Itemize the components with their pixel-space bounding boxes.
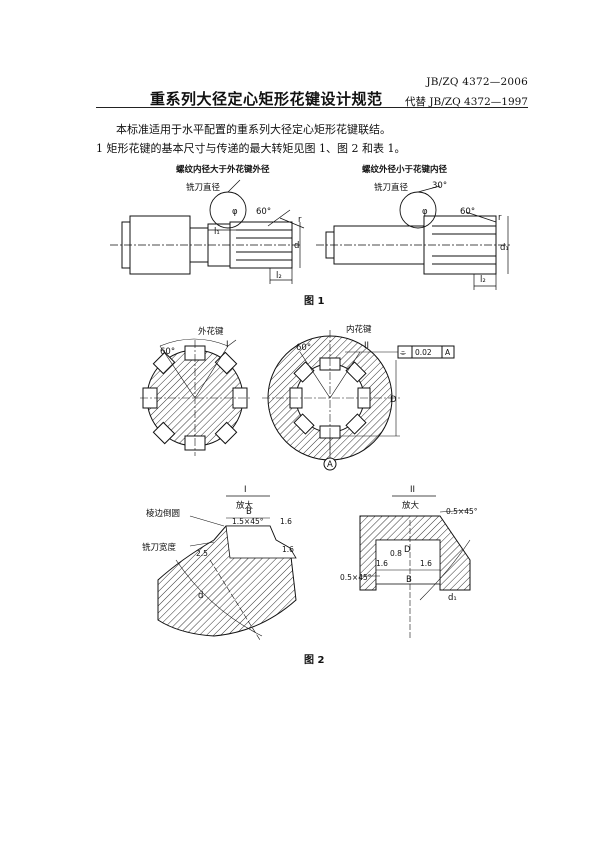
clause-1: 1 矩形花键的基本尺寸与传递的最大转矩见图 1、图 2 和表 1。 bbox=[96, 142, 406, 155]
left-l2-label: l₂ bbox=[276, 271, 282, 281]
roughness-1-6-d: 1.6 bbox=[420, 559, 432, 568]
right-angle-60: 60° bbox=[460, 207, 475, 217]
replaces-standard: 代替 JB/ZQ 4372—1997 bbox=[405, 96, 528, 108]
external-spline-label: 外花键 bbox=[198, 326, 224, 337]
right-shaft bbox=[316, 185, 510, 290]
left-r-label: r bbox=[298, 215, 302, 225]
roughness-2-5: 2.5 bbox=[196, 549, 208, 558]
int-angle-60: 60° bbox=[296, 343, 311, 353]
detail-II-B: B bbox=[406, 575, 412, 585]
detail-I-roman: I bbox=[244, 485, 247, 495]
datum-A-symbol: A bbox=[327, 460, 333, 470]
flatness-symbol: ⌯ bbox=[400, 348, 407, 357]
right-angle-30: 30° bbox=[432, 181, 447, 191]
roughness-1-6-b: 1.6 bbox=[282, 545, 294, 554]
internal-spline-label: 内花键 bbox=[346, 324, 372, 335]
document-title: 重系列大径定心矩形花键设计规范 bbox=[150, 90, 383, 108]
roughness-0-8: 0.8 bbox=[390, 549, 402, 558]
left-angle-60: 60° bbox=[256, 207, 271, 217]
cutter-width-label: 铣刀宽度 bbox=[142, 542, 177, 553]
right-cutter-dia-label: 铣刀直径 bbox=[374, 182, 409, 193]
detail-II-d1: d₁ bbox=[448, 593, 457, 603]
header-rule bbox=[96, 107, 528, 108]
tolerance-value: 0.02 bbox=[415, 348, 432, 357]
chamfer-0-5-a: 0.5×45° bbox=[446, 507, 478, 516]
right-d1-label: d₁ bbox=[500, 243, 509, 253]
mark-II: II bbox=[364, 341, 369, 351]
left-phi-label: φ bbox=[232, 207, 238, 217]
detail-II-roman: II bbox=[410, 485, 415, 495]
left-d-label: d bbox=[294, 241, 299, 251]
detail-I-d: d bbox=[198, 591, 203, 601]
right-l2-label: l₂ bbox=[480, 275, 486, 285]
right-phi-label: φ bbox=[422, 207, 428, 217]
detail-I-B: B bbox=[246, 507, 252, 517]
left-view-title: 螺纹内径大于外花键外径 bbox=[176, 164, 270, 175]
figure-1-caption: 图 1 bbox=[304, 296, 325, 307]
detail-II-scale: 放大 bbox=[402, 500, 420, 511]
internal-spline-section bbox=[262, 330, 455, 471]
left-shaft bbox=[110, 179, 305, 284]
mark-I: I bbox=[226, 340, 229, 350]
intro-paragraph: 本标准适用于水平配置的重系列大径定心矩形花键联结。 bbox=[116, 123, 391, 136]
detail-I-scale: 放大 bbox=[236, 500, 254, 511]
ext-angle-60: 60° bbox=[160, 347, 175, 357]
int-D-label: D bbox=[390, 395, 397, 405]
roughness-1-6-c: 1.6 bbox=[376, 559, 388, 568]
left-l1-label: l₁ bbox=[214, 227, 220, 237]
detail-II bbox=[359, 495, 471, 640]
right-r-label: r bbox=[498, 213, 502, 223]
roughness-1-6-a: 1.6 bbox=[280, 517, 292, 526]
standard-code: JB/ZQ 4372—2006 bbox=[426, 76, 528, 88]
left-cutter-dia-label: 铣刀直径 bbox=[186, 182, 221, 193]
chamfer-1-5: 1.5×45° bbox=[232, 517, 264, 526]
right-view-title: 螺纹外径小于花键内径 bbox=[362, 164, 448, 175]
detail-II-D: D bbox=[404, 545, 411, 555]
detail-I bbox=[157, 495, 297, 641]
tolerance-datum: A bbox=[445, 348, 451, 357]
edge-round-label: 棱边倒圆 bbox=[146, 508, 180, 519]
chamfer-0-5-b: 0.5×45° bbox=[340, 573, 372, 582]
external-spline-section bbox=[140, 338, 250, 456]
figure-2-caption: 图 2 bbox=[304, 655, 325, 666]
